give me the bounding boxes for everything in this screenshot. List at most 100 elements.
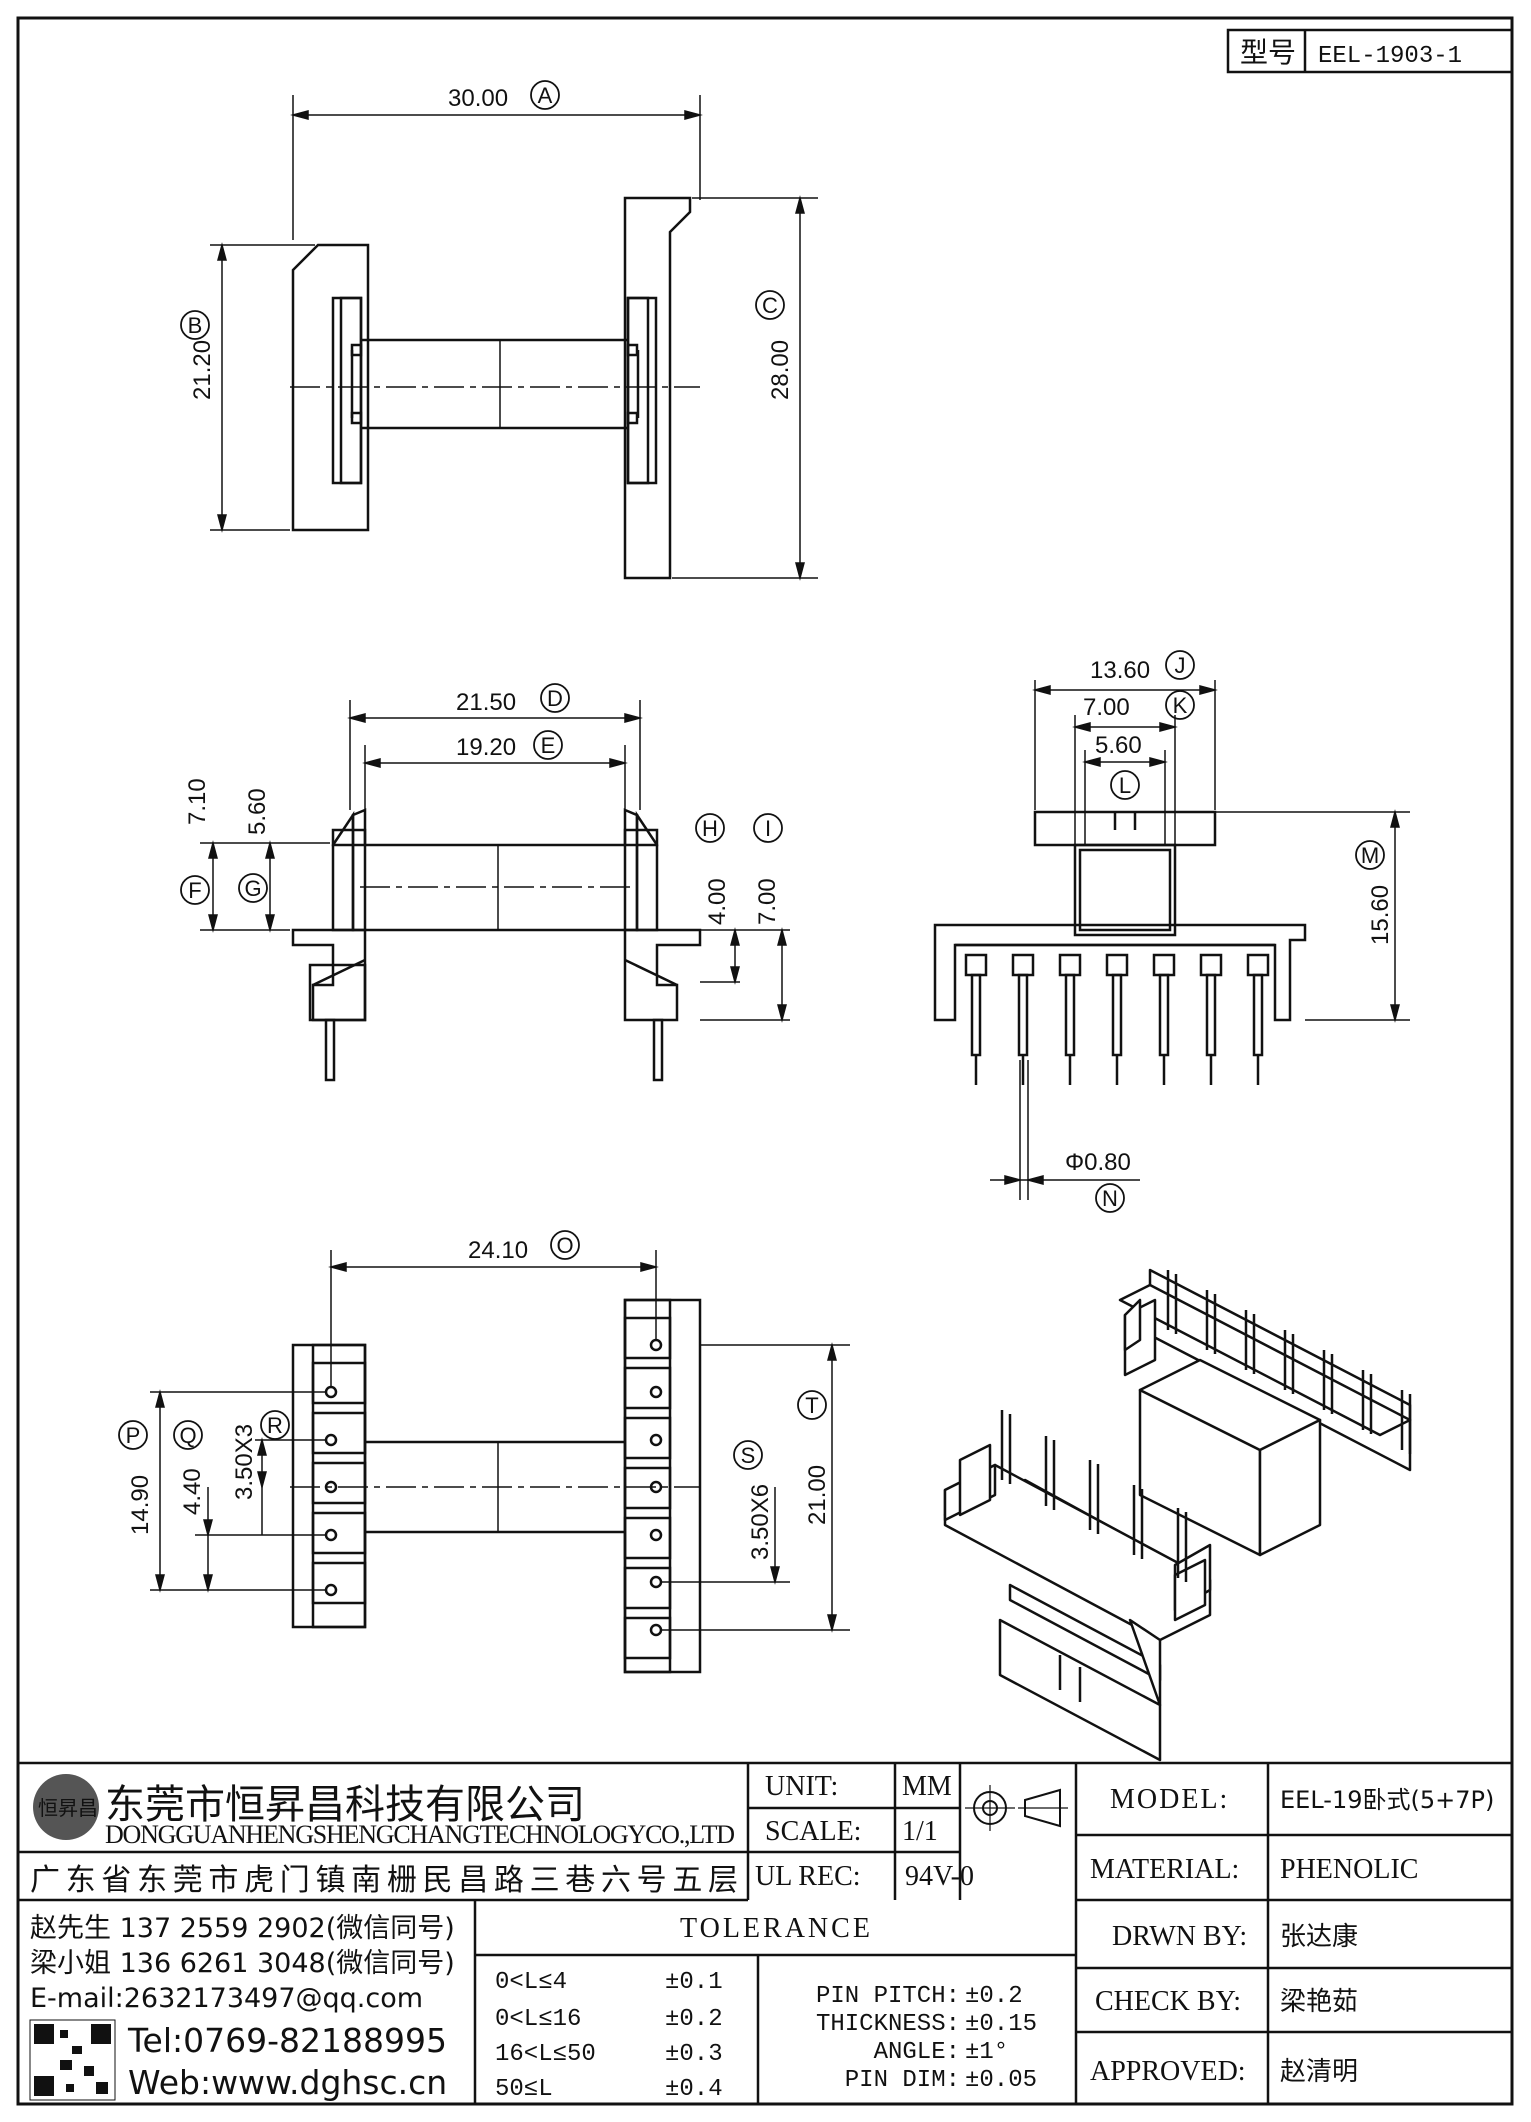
sheet-border — [16, 16, 1514, 2106]
dim-ref-q: Q — [173, 1420, 203, 1450]
svg-text:G: G — [244, 876, 261, 901]
pin-pitch-value: ±0.2 — [965, 1983, 1023, 2010]
dim-D-value: 21.50 — [456, 689, 516, 716]
svg-text:S: S — [741, 1443, 756, 1468]
front-view-dims — [200, 700, 790, 1023]
top-view — [290, 196, 700, 580]
dim-T-value: 21.00 — [804, 1465, 831, 1525]
company-logo: 恒昇昌 — [33, 1774, 99, 1840]
dim-L-value: 5.60 — [1095, 732, 1142, 759]
tol-range-2: 0<L≤16 — [495, 2006, 581, 2033]
isometric-view — [943, 1268, 1412, 1762]
angle-label: ANGLE: — [874, 2039, 960, 2066]
part-number-value: EEL-1903-1 — [1318, 43, 1462, 70]
approved-value: 赵清明 — [1280, 2057, 1358, 2087]
dim-ref-b: B — [180, 310, 210, 340]
svg-text:J: J — [1175, 653, 1186, 678]
svg-text:P: P — [126, 1423, 141, 1448]
dim-ref-m: M — [1355, 840, 1385, 870]
contact-2: 梁小姐 136 6261 3048(微信同号) — [30, 1948, 455, 1979]
svg-text:H: H — [702, 816, 718, 841]
dim-I-value: 7.00 — [754, 878, 781, 925]
unit-label: UNIT: — [765, 1771, 838, 1802]
top-view-dims — [210, 95, 818, 581]
dim-B-value: 21.20 — [189, 340, 216, 400]
drwn-label: DRWN BY: — [1112, 1921, 1247, 1952]
svg-text:N: N — [1102, 1186, 1118, 1211]
svg-text:I: I — [765, 816, 771, 841]
tolerance-title: TOLERANCE — [680, 1913, 873, 1944]
svg-text:D: D — [547, 686, 563, 711]
dim-ref-k: K — [1165, 690, 1195, 720]
pin-dim-label: PIN DIM: — [845, 2067, 960, 2094]
side-view-pins — [964, 953, 1270, 1085]
dim-A-value: 30.00 — [448, 85, 508, 112]
dim-ref-d: D — [540, 683, 570, 713]
drwn-value: 张达康 — [1280, 1922, 1358, 1952]
dim-ref-c: C — [755, 290, 785, 320]
dim-S-value: 3.50X6 — [747, 1484, 774, 1560]
svg-text:A: A — [538, 83, 553, 108]
ulrec-label: UL REC: — [755, 1861, 861, 1892]
tol-value-1: ±0.1 — [665, 1969, 723, 1996]
dim-F-value: 7.10 — [184, 778, 211, 825]
angle-value: ±1° — [965, 2039, 1008, 2066]
dim-ref-h: H — [695, 813, 725, 843]
logo-text: 恒昇昌 — [38, 1796, 98, 1820]
side-view-dims — [990, 680, 1410, 1200]
thickness-label: THICKNESS: — [816, 2011, 960, 2038]
tol-range-3: 16<L≤50 — [495, 2041, 596, 2068]
tol-value-2: ±0.2 — [665, 2006, 723, 2033]
model-value: EEL-19卧式(5+7P) — [1280, 1786, 1494, 1814]
dim-P-value: 14.90 — [127, 1475, 154, 1535]
pin-dim-value: ±0.05 — [965, 2067, 1037, 2094]
part-number-box: 型号 EEL-1903-1 — [1226, 28, 1514, 74]
svg-text:F: F — [188, 878, 201, 903]
dim-E-value: 19.20 — [456, 734, 516, 761]
contact-tel: Tel:0769-82188995 — [127, 2021, 447, 2060]
bottom-view-left-slots — [311, 1361, 367, 1605]
thickness-value: ±0.15 — [965, 2011, 1037, 2038]
approved-label: APPROVED: — [1090, 2056, 1246, 2087]
dim-ref-n: N — [1095, 1183, 1125, 1213]
contact-web: Web:www.dghsc.cn — [128, 2063, 447, 2102]
dim-R-value: 3.50X3 — [231, 1424, 258, 1500]
dim-ref-l: L — [1110, 770, 1140, 800]
tol-range-1: 0<L≤4 — [495, 1969, 567, 1996]
svg-text:C: C — [762, 293, 778, 318]
dim-ref-i: I — [753, 813, 783, 843]
dim-ref-a: A — [530, 80, 560, 110]
unit-value: MM — [902, 1771, 952, 1802]
ulrec-value: 94V-0 — [905, 1861, 974, 1892]
svg-text:L: L — [1119, 773, 1131, 798]
material-label: MATERIAL: — [1090, 1854, 1239, 1885]
contact-email: E-mail:2632173497@qq.com — [30, 1983, 423, 2014]
part-number-label: 型号 — [1240, 36, 1296, 69]
dim-K-value: 7.00 — [1083, 694, 1130, 721]
tol-range-4: 50≤L — [495, 2076, 553, 2103]
bottom-view-right-slots — [623, 1316, 672, 1660]
company-name-en: DONGGUANHENGSHENGCHANGTECHNOLOGYCO.,LTD — [105, 1820, 735, 1849]
company-address: 广东省东莞市虎门镇南栅民昌路三巷六号五层 — [30, 1863, 738, 1898]
dim-ref-t: T — [797, 1390, 827, 1420]
dim-ref-j: J — [1165, 650, 1195, 680]
material-value: PHENOLIC — [1280, 1854, 1418, 1885]
dim-ref-f: F — [180, 875, 210, 905]
tol-value-3: ±0.3 — [665, 2041, 723, 2068]
dim-G-value: 5.60 — [244, 788, 271, 835]
svg-text:E: E — [541, 733, 556, 758]
dim-C-value: 28.00 — [767, 340, 794, 400]
svg-text:Q: Q — [179, 1423, 196, 1448]
svg-text:R: R — [267, 1413, 283, 1438]
svg-text:K: K — [1173, 693, 1188, 718]
check-label: CHECK BY: — [1095, 1986, 1241, 2017]
bottom-view — [290, 1298, 702, 1674]
dim-ref-s: S — [733, 1440, 763, 1470]
title-block — [18, 1761, 1512, 2104]
contact-1: 赵先生 137 2559 2902(微信同号) — [30, 1913, 455, 1944]
svg-text:O: O — [556, 1233, 573, 1258]
dim-ref-p: P — [118, 1420, 148, 1450]
tol-value-4: ±0.4 — [665, 2076, 723, 2103]
projection-symbol-icon — [965, 1785, 1068, 1831]
dim-ref-e: E — [533, 730, 563, 760]
